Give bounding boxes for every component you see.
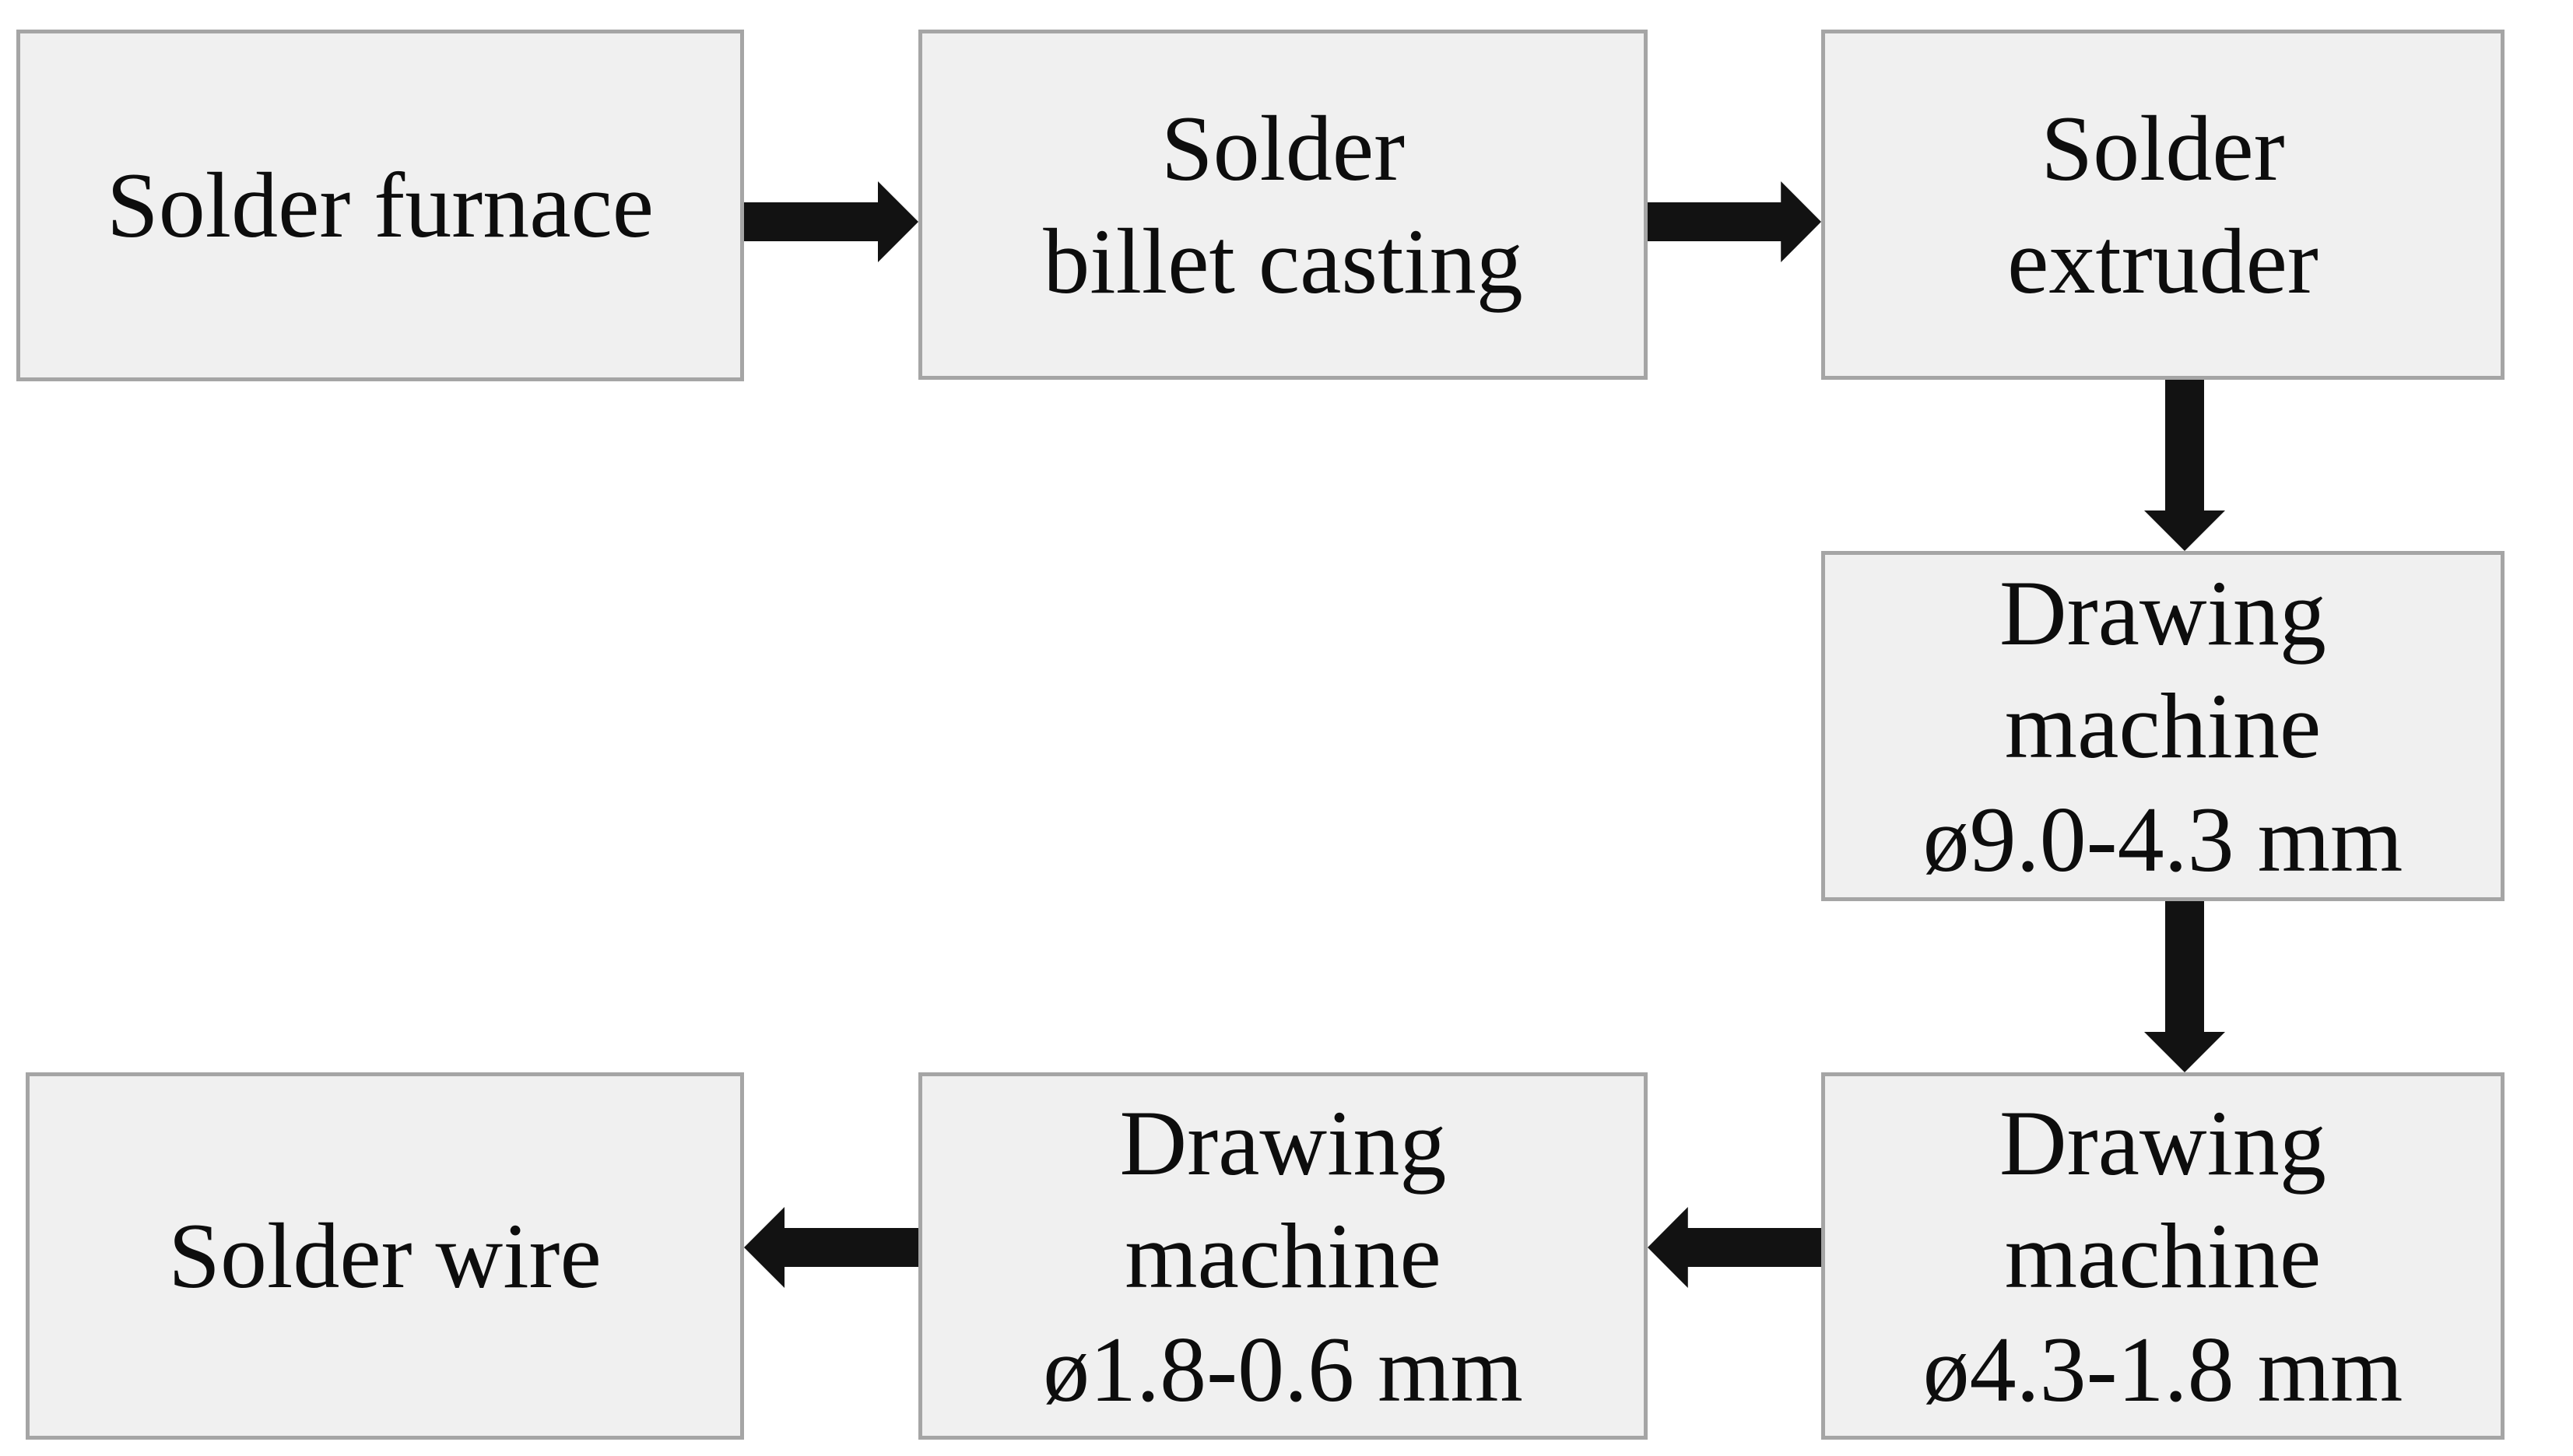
node-solder-extruder: Solder extruder [1821, 30, 2505, 380]
arrow-down-drawing1-to-drawing2-icon [2144, 901, 2225, 1072]
arrow-down-extruder-to-drawing1-icon [2144, 380, 2225, 551]
node-label: Drawing [1999, 561, 2326, 665]
node-solder-billet-casting: Solder billet casting [918, 30, 1648, 380]
node-drawing-machine-4-1: Drawing machine ø4.3-1.8 mm [1821, 1072, 2505, 1440]
node-label: Drawing [1999, 1091, 2326, 1195]
node-drawing-machine-1-0: Drawing machine ø1.8-0.6 mm [918, 1072, 1648, 1440]
node-label: Drawing [1119, 1091, 1447, 1195]
node-label: machine [1125, 1204, 1441, 1308]
node-solder-furnace: Solder furnace [16, 30, 744, 381]
node-label: machine [2004, 674, 2322, 778]
node-label: Solder [2041, 96, 2285, 200]
node-diameter-label: ø9.0-4.3 mm [1922, 787, 2403, 891]
node-label: extruder [2007, 209, 2319, 313]
node-label: Solder furnace [106, 153, 654, 258]
arrow-left-drawing2-to-drawing3-icon [1648, 1207, 1821, 1288]
arrow-right-billet-to-extruder-icon [1648, 181, 1821, 262]
node-diameter-label: ø4.3-1.8 mm [1922, 1317, 2403, 1421]
arrow-right-furnace-to-billet-icon [744, 181, 918, 262]
node-label: Solder wire [168, 1204, 602, 1308]
node-label: Solder [1160, 96, 1406, 200]
node-solder-wire: Solder wire [26, 1072, 744, 1440]
node-label: billet casting [1043, 209, 1523, 313]
node-label: machine [2004, 1204, 2322, 1308]
node-diameter-label: ø1.8-0.6 mm [1043, 1317, 1523, 1421]
arrow-left-drawing3-to-wire-icon [744, 1207, 918, 1288]
node-drawing-machine-9-4: Drawing machine ø9.0-4.3 mm [1821, 551, 2505, 901]
